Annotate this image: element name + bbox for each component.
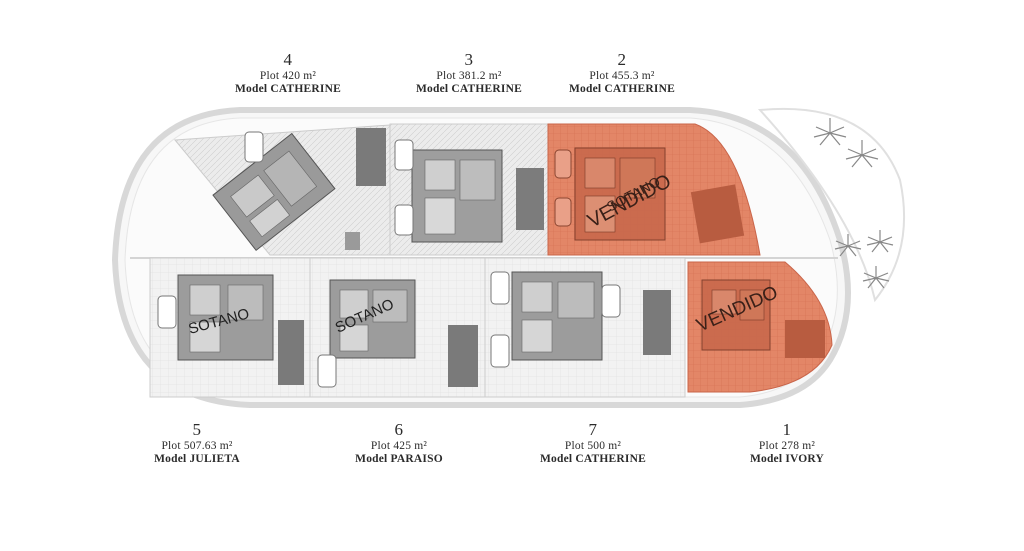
plot-number: 2 <box>617 50 627 69</box>
plot-number: 5 <box>192 420 202 439</box>
plot-label-6: 6 Plot 425 m² Model PARAISO <box>314 420 484 466</box>
plot-number: 4 <box>283 50 293 69</box>
plot-label-2: 2 Plot 455.3 m² Model CATHERINE <box>537 50 707 96</box>
plot-model: Model CATHERINE <box>540 452 646 465</box>
plot-7-area <box>484 257 686 398</box>
plot-model: Model CATHERINE <box>416 82 522 95</box>
plot-number: 7 <box>588 420 598 439</box>
plot-model: Model PARAISO <box>355 452 443 465</box>
plot-area: Plot 420 m² <box>259 69 317 82</box>
plot-5-area <box>149 257 311 398</box>
plot-label-1: 1 Plot 278 m² Model IVORY <box>702 420 872 466</box>
plot-model: Model IVORY <box>749 452 825 465</box>
plot-model: Model JULIETA <box>154 452 240 465</box>
plot-label-4: 4 Plot 420 m² Model CATHERINE <box>203 50 373 96</box>
plot-area: Plot 500 m² <box>564 439 622 452</box>
plot-number: 6 <box>394 420 404 439</box>
plot-model: Model CATHERINE <box>235 82 341 95</box>
palm-garden <box>757 107 906 303</box>
plot-number: 1 <box>782 420 792 439</box>
palm-tree-icon <box>813 118 894 289</box>
plot-2-area <box>547 123 761 256</box>
plot-label-5: 5 Plot 507.63 m² Model JULIETA <box>112 420 282 466</box>
plot-area: Plot 425 m² <box>370 439 428 452</box>
plot-area: Plot 507.63 m² <box>161 439 233 452</box>
plot-1-area <box>687 261 833 393</box>
plot-3-area <box>389 123 549 256</box>
plot-model: Model CATHERINE <box>569 82 675 95</box>
plot-label-3: 3 Plot 381.2 m² Model CATHERINE <box>384 50 554 96</box>
plot-label-7: 7 Plot 500 m² Model CATHERINE <box>508 420 678 466</box>
plot-4-area <box>173 124 391 256</box>
plot-number: 3 <box>464 50 474 69</box>
plot-area: Plot 381.2 m² <box>436 69 502 82</box>
plot-6-area <box>309 257 486 398</box>
plot-area: Plot 278 m² <box>758 439 816 452</box>
plot-area: Plot 455.3 m² <box>589 69 655 82</box>
